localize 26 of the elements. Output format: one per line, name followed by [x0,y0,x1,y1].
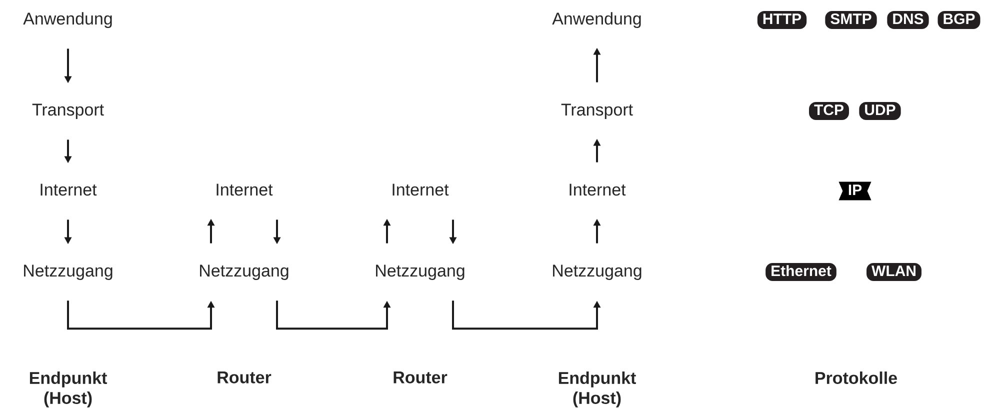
layer-label: Netzzugang [553,264,642,280]
layer-label: Anwendung [23,12,112,28]
column-label: Router [394,372,448,384]
protocol-badge: Ethernet [766,263,836,281]
protocol-badge: UDP [859,102,901,120]
layer-label: Internet [40,184,97,196]
protocol-badge: DNS [887,11,929,29]
layer-label: Netzzugang [200,264,288,280]
protocol-badge: TCP [809,102,849,120]
layer-label: Anwendung [552,12,641,28]
column-label: Protokolle [816,372,897,384]
layer-label: Internet [392,184,449,196]
layer-label: Netzzugang [24,264,112,280]
protocol-badge: HTTP [757,11,807,29]
layer-label: Transport [561,104,633,120]
protocol-badge: WLAN [866,263,922,281]
protocol-badge: SMTP [825,11,877,29]
layer-label: Internet [216,184,273,196]
protocol-badge: IP [838,182,872,200]
layer-label: Internet [570,184,626,196]
protocol-badge: BGP [938,11,980,29]
layer-label: Netzzugang [376,264,464,280]
column-label: Endpunkt (Host) [558,372,636,408]
layer-label: Transport [32,104,104,120]
column-label: Router [218,372,272,384]
column-label: Endpunkt (Host) [30,372,107,408]
